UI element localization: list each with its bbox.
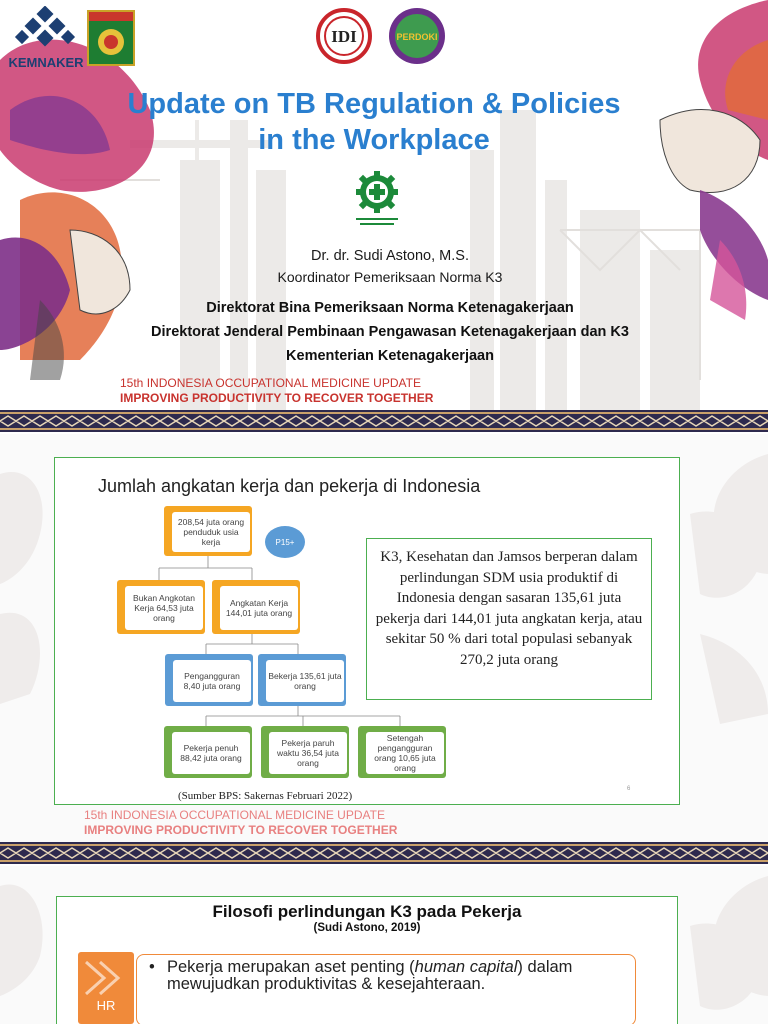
k3-gear-cross-logo <box>346 170 408 230</box>
slide-title-text: Update on TB Regulation & Policies in th… <box>60 86 688 158</box>
slide-heading: Filosofi perlindungan K3 pada Pekerja <box>212 902 522 921</box>
directorate-line-3: Kementerian Ketenagakerjaan <box>286 348 494 364</box>
org-node-setengah: Setengah pengangguran orang 10,65 juta o… <box>366 732 444 774</box>
slide-subheading: (Sudi Astono, 2019) <box>313 922 421 934</box>
title-line-2: in the Workplace <box>258 124 490 156</box>
org-chart-connectors <box>158 556 401 726</box>
info-callout: K3, Kesehatan dan Jamsos berperan dalam … <box>366 538 652 700</box>
perdoki-seal-logo <box>87 10 135 66</box>
org-node-bekerja: Bekerja 135,61 juta orang <box>266 660 344 702</box>
event-line-2: IMPROVING PRODUCTIVITY TO RECOVER TOGETH… <box>120 391 434 405</box>
speaker-role: Koordinator Pemeriksaan Norma K3 <box>277 269 503 285</box>
philosophy-bullet-box: • Pekerja merupakan aset penting (human … <box>136 954 636 1024</box>
background-decoration <box>0 0 768 410</box>
page-number: 6 <box>627 786 631 792</box>
directorate-line-1: Direktorat Bina Pemeriksaan Norma Ketena… <box>206 300 574 316</box>
slide-workforce: Jumlah angkatan kerja dan pekerja di Ind… <box>0 434 768 842</box>
slide-heading: Jumlah angkatan kerja dan pekerja di Ind… <box>98 476 481 496</box>
org-node-pengangguran: Pengangguran 8,40 juta orang <box>173 660 251 702</box>
svg-text:PERDOKI: PERDOKI <box>396 32 437 42</box>
speaker-block: Dr. dr. Sudi Astono, M.S. Koordinator Pe… <box>200 246 580 288</box>
kemnaker-logo: KEMNAKER <box>8 5 84 76</box>
ornamental-band <box>0 410 768 432</box>
event-line-1: 15th INDONESIA OCCUPATIONAL MEDICINE UPD… <box>120 376 421 390</box>
directorate-block: Direktorat Bina Pemeriksaan Norma Ketena… <box>110 296 670 368</box>
bullet-text-italic: human capital <box>414 958 518 976</box>
org-node-pekerja-paruh: Pekerja paruh waktu 36,54 juta orang <box>269 732 347 774</box>
bullet-text-start: Pekerja merupakan aset penting ( <box>167 958 415 976</box>
org-node-root: 208,54 juta orang penduduk usia kerja <box>172 512 250 552</box>
kemnaker-logo-text: KEMNAKER <box>8 55 84 70</box>
event-line-1: 15th INDONESIA OCCUPATIONAL MEDICINE UPD… <box>84 808 385 822</box>
ornamental-band <box>0 842 768 864</box>
hr-badge-label: HR <box>96 998 116 1013</box>
source-citation: (Sumber BPS: Sakernas Februari 2022) <box>178 790 353 802</box>
hr-badge: HR <box>78 952 134 1024</box>
event-caption: 15th INDONESIA OCCUPATIONAL MEDICINE UPD… <box>120 376 433 406</box>
event-caption: 15th INDONESIA OCCUPATIONAL MEDICINE UPD… <box>84 808 397 838</box>
directorate-line-2: Direktorat Jenderal Pembinaan Pengawasan… <box>151 324 629 340</box>
svg-text:IDI: IDI <box>331 27 357 46</box>
slide-philosophy: Filosofi perlindungan K3 pada Pekerja (S… <box>0 866 768 1024</box>
bullet-marker: • <box>149 958 155 976</box>
bullet-text-end: ) dalam mewujudkan produktivitas & kesej… <box>167 958 573 993</box>
event-line-2: IMPROVING PRODUCTIVITY TO RECOVER TOGETH… <box>84 823 398 837</box>
idi-logo: IDI <box>316 8 372 64</box>
org-node-pekerja-penuh: Pekerja penuh 88,42 juta orang <box>172 732 250 774</box>
org-node-bukan-angkatan: Bukan Angkotan Kerja 64,53 juta orang <box>125 586 203 630</box>
title-line-1: Update on TB Regulation & Policies <box>127 88 621 120</box>
org-node-angkatan-kerja: Angkatan Kerja 144,01 juta orang <box>220 586 298 630</box>
slide-title: KEMNAKER IDI PERDOKI Update on TB Regula… <box>0 0 768 410</box>
p15-badge: P15+ <box>265 526 305 558</box>
perdoki-round-logo: PERDOKI <box>386 6 448 66</box>
speaker-name: Dr. dr. Sudi Astono, M.S. <box>311 248 469 264</box>
